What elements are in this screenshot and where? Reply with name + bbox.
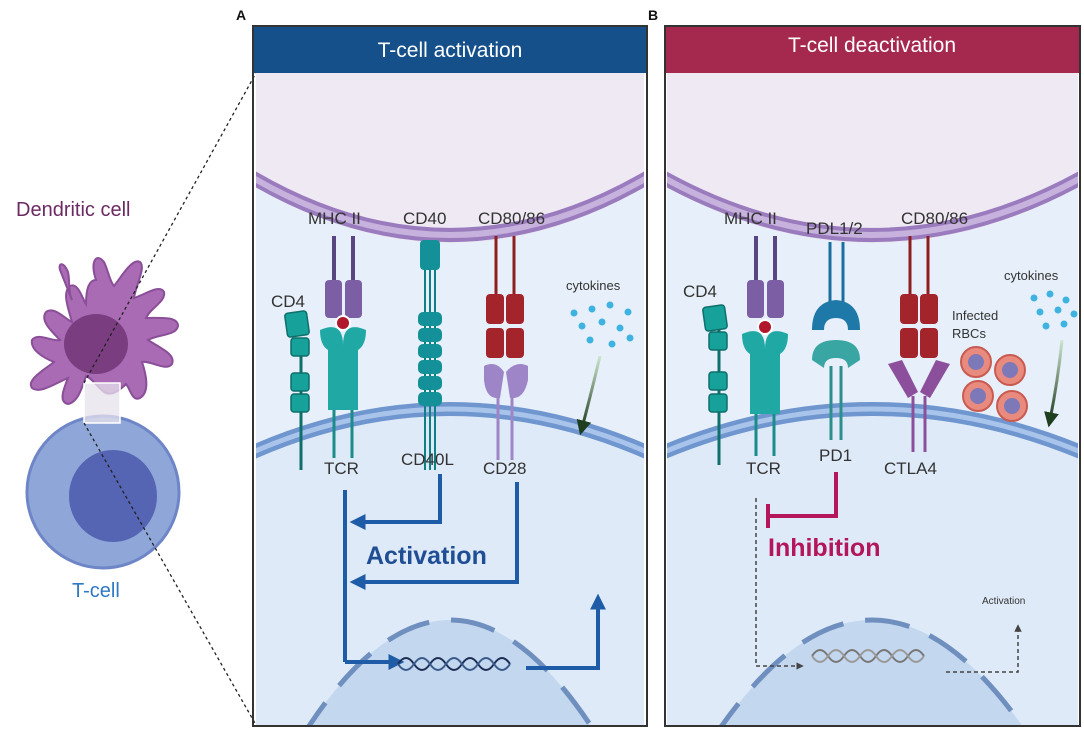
t-cell-nucleus bbox=[69, 450, 157, 542]
dendrite-tip bbox=[58, 263, 73, 301]
panel-a-letter: A bbox=[236, 7, 246, 23]
label-infected: Infected bbox=[952, 308, 998, 323]
label-pdl: PDL1/2 bbox=[806, 219, 863, 238]
label-mhc-ii-b: MHC II bbox=[724, 209, 777, 228]
panel-b-frame bbox=[664, 25, 1081, 727]
mhc-tcr-complex-a bbox=[320, 236, 366, 458]
activation-label: Activation bbox=[366, 542, 487, 570]
cd4-receptor-b bbox=[702, 304, 728, 465]
inhibition-pathway bbox=[766, 472, 838, 528]
infected-rbcs bbox=[960, 346, 1028, 422]
contact-zone-highlight bbox=[83, 382, 121, 424]
cytokine-arrow-a bbox=[576, 355, 602, 436]
panel-b: B T-cell deactivation MHC II PDL1/2 CD80… bbox=[648, 7, 1081, 727]
dendritic-cell-nucleus bbox=[64, 314, 128, 374]
label-cd4-b: CD4 bbox=[683, 282, 717, 301]
label-tcr-a: TCR bbox=[324, 459, 359, 478]
zoom-line-bottom bbox=[83, 422, 257, 726]
cytokine-dots-a bbox=[570, 301, 634, 348]
dendritic-cell-label: Dendritic cell bbox=[16, 199, 130, 221]
panel-a-header bbox=[254, 27, 646, 73]
label-cytokines-a: cytokines bbox=[566, 278, 621, 293]
label-ctla4: CTLA4 bbox=[884, 459, 937, 478]
label-pd1: PD1 bbox=[819, 446, 852, 465]
t-cell-label: T-cell bbox=[72, 580, 120, 602]
label-cd28: CD28 bbox=[483, 459, 526, 478]
label-cd40l: CD40L bbox=[401, 450, 454, 469]
label-rbcs: RBCs bbox=[952, 326, 986, 341]
panel-b-letter: B bbox=[648, 7, 658, 23]
dna-b bbox=[811, 649, 925, 663]
label-cd4-a: CD4 bbox=[271, 292, 305, 311]
left-cells: Dendritic cell T-cell bbox=[16, 72, 257, 726]
pdl-pd1-b bbox=[812, 242, 860, 440]
dna-a bbox=[397, 657, 511, 671]
activation-pathway bbox=[343, 474, 606, 670]
cd40-cd40l-a bbox=[418, 240, 442, 470]
label-cd80-a: CD80/86 bbox=[478, 209, 545, 228]
label-mhc-ii-a: MHC II bbox=[308, 209, 361, 228]
cytokine-dots-b bbox=[1030, 290, 1078, 330]
panel-b-title: T-cell deactivation bbox=[788, 34, 956, 57]
activation-small-label: Activation bbox=[982, 596, 1025, 607]
label-tcr-b: TCR bbox=[746, 459, 781, 478]
panel-a: A T-cell activation MHC II CD40 CD80/86 … bbox=[236, 7, 648, 727]
cd4-receptor-a bbox=[284, 310, 310, 470]
panel-a-frame bbox=[252, 25, 648, 727]
label-cd80-b: CD80/86 bbox=[901, 209, 968, 228]
cytokine-arrow-b bbox=[1044, 339, 1064, 428]
panel-b-header bbox=[666, 27, 1079, 73]
label-cd40: CD40 bbox=[403, 209, 446, 228]
mhc-tcr-complex-b bbox=[742, 236, 788, 456]
label-cytokines-b: cytokines bbox=[1004, 268, 1059, 283]
panel-a-title: T-cell activation bbox=[378, 39, 523, 62]
inhibition-label: Inhibition bbox=[768, 534, 880, 562]
weak-activation-pathway bbox=[755, 498, 1022, 673]
cd80-cd28-a bbox=[484, 236, 528, 460]
cd80-ctla4-b bbox=[888, 236, 950, 452]
zoom-line-top bbox=[83, 72, 257, 384]
